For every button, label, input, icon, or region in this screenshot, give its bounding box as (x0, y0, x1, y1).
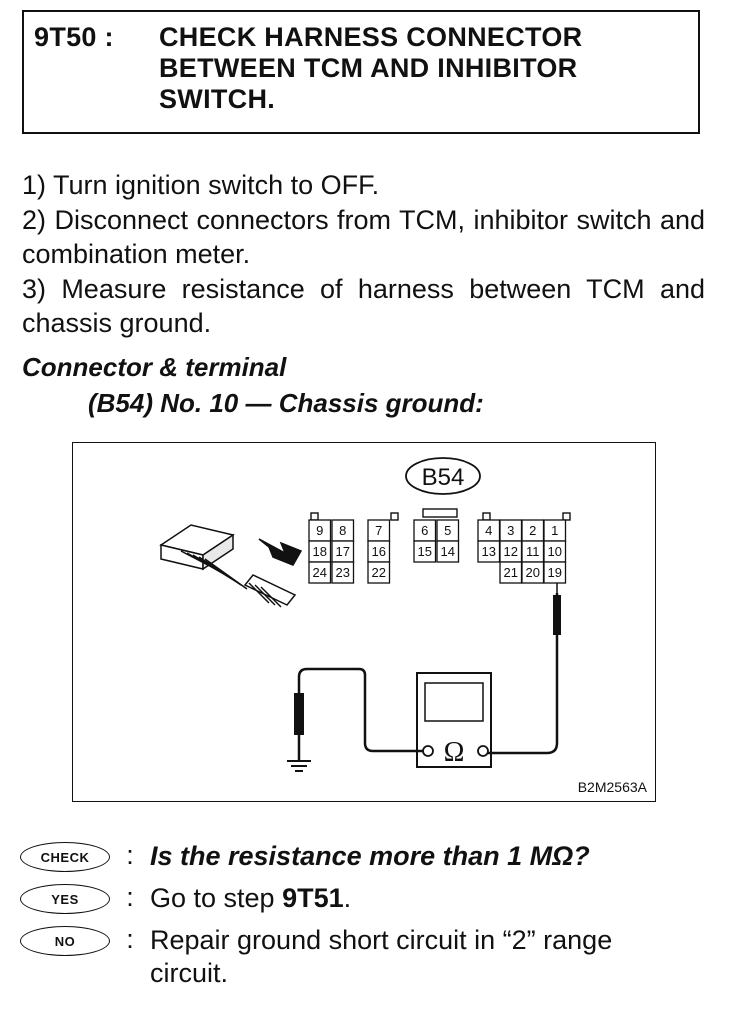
pin-cell (367, 561, 391, 584)
ohm-symbol: Ω (444, 737, 465, 768)
yes-badge: YES (20, 884, 110, 914)
ground-icon (287, 760, 311, 772)
no-action: Repair ground short circuit in “2” range… (150, 925, 613, 988)
pin-cell (436, 540, 460, 563)
pin-number: 18 (313, 544, 327, 559)
pin-number: 15 (418, 544, 432, 559)
instruction-item: 2) Disconnect connectors from TCM, inhib… (22, 204, 705, 270)
pin-number: 14 (441, 544, 455, 559)
step-title: CHECK HARNESS CONNECTOR BETWEEN TCM AND … (159, 22, 679, 115)
step-title-line: BETWEEN TCM AND INHIBITOR (159, 53, 578, 83)
instruction-list: 1) Turn ignition switch to OFF. 2) Disco… (22, 168, 705, 341)
connector-label: B54 (422, 464, 465, 491)
step-id: 9T50 : (34, 22, 114, 52)
pin-number: 20 (526, 565, 540, 580)
result-yes-row: YES : Go to step 9T51. (20, 882, 690, 915)
next-step-link[interactable]: 9T51 (282, 883, 344, 913)
no-badge: NO (20, 926, 110, 956)
instruction-item: 1) Turn ignition switch to OFF. (22, 170, 380, 200)
pin-number: 17 (336, 544, 350, 559)
pin-number: 3 (507, 523, 514, 538)
pin-number: 11 (526, 544, 540, 559)
connector-face (310, 508, 571, 521)
step-title-line: CHECK HARNESS CONNECTOR (159, 22, 583, 52)
check-badge: CHECK (20, 842, 110, 872)
pin-number: 12 (504, 544, 518, 559)
probe-right (553, 583, 561, 635)
result-colon: : (126, 840, 134, 870)
probe-left (294, 693, 304, 735)
pin-number: 7 (375, 523, 382, 538)
pin-number: 5 (444, 523, 451, 538)
pin-number: 6 (421, 523, 428, 538)
pin-cell (413, 540, 437, 563)
pin-number: 9 (316, 523, 323, 538)
yes-text-suffix: . (343, 883, 352, 913)
yes-text-prefix: Go to step (150, 883, 283, 913)
step-header-box: 9T50 : CHECK HARNESS CONNECTOR BETWEEN T… (22, 10, 700, 134)
instruction-item: 3) Measure resistance of harness between… (22, 273, 705, 339)
pin-number: 23 (336, 565, 350, 580)
pin-number: 4 (485, 523, 492, 538)
pin-number: 1 (551, 523, 558, 538)
result-colon: : (126, 924, 134, 954)
step-title-line: SWITCH. (159, 84, 276, 114)
pin-number: 24 (313, 565, 327, 580)
connector-heading: Connector & terminal (22, 352, 287, 382)
pin-cell (543, 561, 567, 584)
pin-number: 10 (548, 544, 562, 559)
pin-number: 21 (504, 565, 518, 580)
pin-cell (308, 561, 332, 584)
result-no-row: NO : Repair ground short circuit in “2” … (20, 924, 690, 990)
check-question: Is the resistance more than 1 MΩ? (150, 841, 590, 871)
result-colon: : (126, 882, 134, 912)
pin-number: 19 (548, 565, 562, 580)
pin-cell (331, 561, 355, 584)
figure-code: B2M2563A (577, 779, 647, 795)
pin-number: 2 (529, 523, 536, 538)
connector-spec: (B54) No. 10 — Chassis ground: (88, 388, 484, 418)
pin-number: 8 (339, 523, 346, 538)
connector-plug-illustration (159, 524, 303, 608)
multimeter (416, 672, 492, 768)
pin-number: 13 (482, 544, 496, 559)
yes-action: Go to step 9T51. (150, 882, 690, 915)
result-check-row: CHECK : Is the resistance more than 1 MΩ… (20, 840, 690, 873)
pin-number: 22 (372, 565, 386, 580)
connector-label-oval (405, 457, 481, 495)
pin-number: 16 (372, 544, 386, 559)
